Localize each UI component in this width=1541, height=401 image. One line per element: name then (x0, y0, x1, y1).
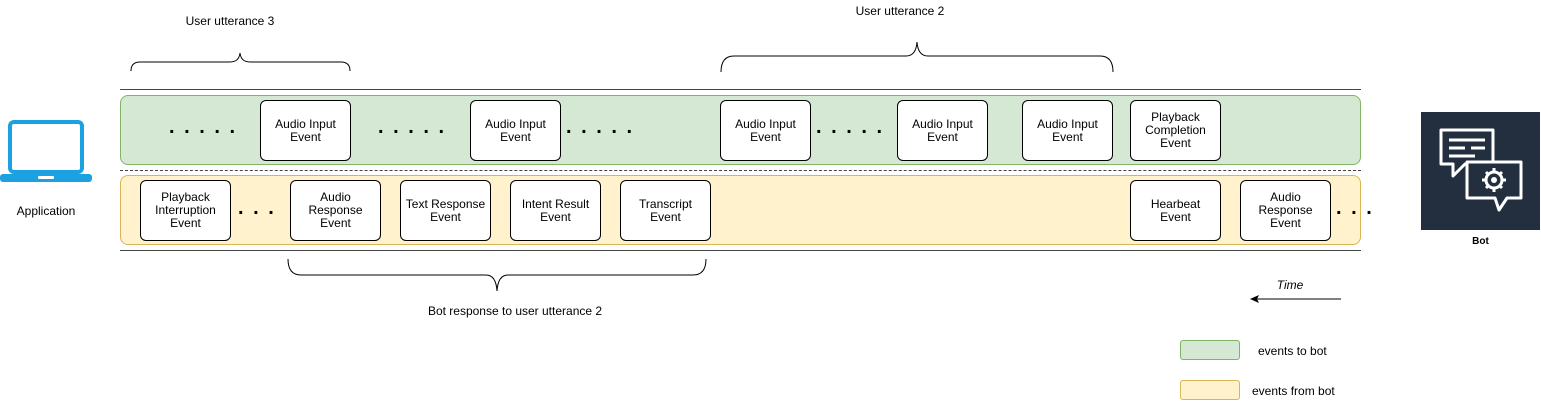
user-utterance-3-brace (130, 52, 351, 72)
transcript-event: Transcript Event (620, 180, 711, 241)
ellipsis: . . . (238, 197, 276, 219)
intent-result-event: Intent Result Event (510, 180, 601, 241)
audio-input-event: Audio Input Event (260, 100, 351, 161)
application-label: Application (16, 204, 76, 218)
audio-input-event: Audio Input Event (1022, 100, 1113, 161)
top-rule (120, 89, 1361, 90)
bottom-rule (120, 250, 1361, 251)
audio-input-event: Audio Input Event (470, 100, 561, 161)
ellipsis: . . . . . (816, 116, 885, 138)
ellipsis: . . . . . (169, 116, 238, 138)
ellipsis: . . . (1336, 197, 1374, 219)
ellipsis: . . . . . (566, 116, 635, 138)
legend-to-bot-label: events to bot (1258, 344, 1327, 358)
heartbeat-event: Hearbeat Event (1130, 180, 1221, 241)
audio-response-event: Audio Response Event (1240, 180, 1331, 241)
bot-response-label: Bot response to user utterance 2 (427, 304, 603, 318)
text-response-event: Text Response Event (400, 180, 491, 241)
bot-icon (1421, 112, 1540, 230)
laptop-icon (0, 120, 92, 182)
time-label: Time (1276, 278, 1304, 292)
user-utterance-3-label: User utterance 3 (185, 14, 275, 28)
legend-from-bot-label: events from bot (1252, 384, 1335, 398)
bot-label: Bot (1472, 236, 1489, 247)
legend-swatch-to-bot (1180, 340, 1240, 360)
user-utterance-2-brace (720, 41, 1114, 73)
arrow-left-icon (1250, 295, 1341, 303)
audio-input-event: Audio Input Event (897, 100, 988, 161)
bot-response-brace (287, 258, 707, 292)
chat-gear-icon (1439, 128, 1523, 212)
audio-response-event: Audio Response Event (290, 180, 381, 241)
playback-completion-event: Playback Completion Event (1130, 100, 1221, 161)
user-utterance-2-label: User utterance 2 (855, 4, 945, 18)
lane-divider (120, 170, 1361, 171)
ellipsis: . . . . . (378, 116, 447, 138)
legend-swatch-from-bot (1180, 380, 1240, 400)
playback-interruption-event: Playback Interruption Event (140, 180, 231, 241)
audio-input-event: Audio Input Event (720, 100, 811, 161)
